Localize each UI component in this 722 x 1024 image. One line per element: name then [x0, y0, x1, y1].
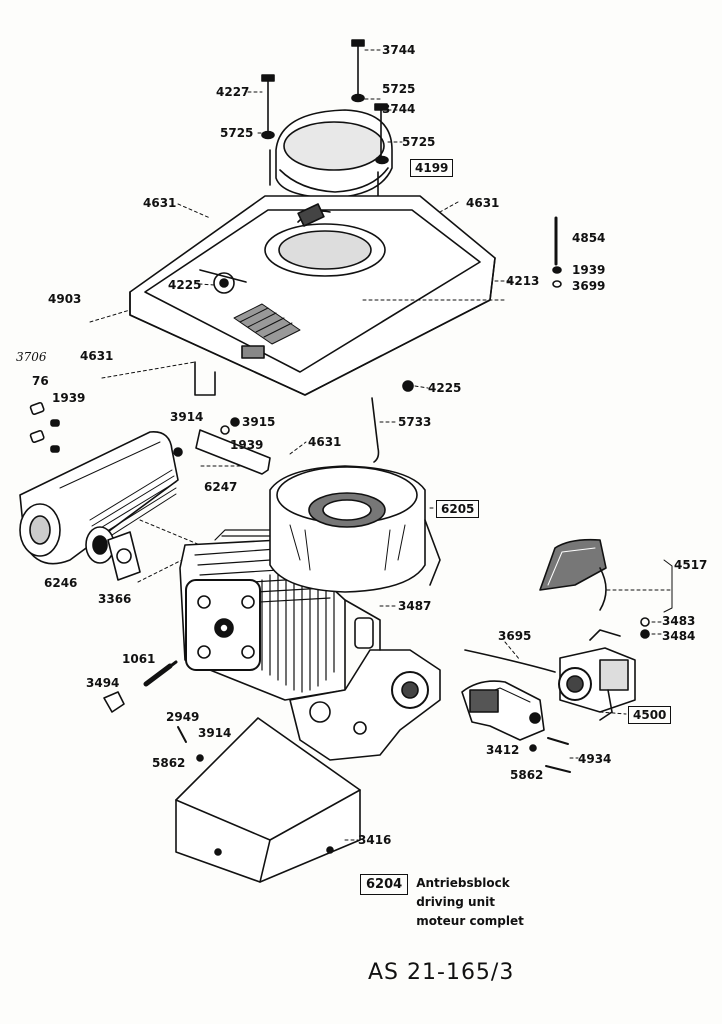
callout-6247: 6247	[204, 480, 238, 494]
callout-3914: 3914	[170, 410, 204, 424]
description-german: Antriebsblock	[416, 876, 510, 890]
handwritten-note-3706: 3706	[16, 350, 47, 364]
callout-4225: 4225	[428, 381, 462, 395]
callout-76: 76	[32, 374, 49, 388]
description-english: driving unit	[416, 895, 495, 909]
intake-pipe	[461, 680, 545, 741]
callout-4631: 4631	[308, 435, 342, 449]
callout-5733: 5733	[398, 415, 432, 429]
callout-3487: 3487	[398, 599, 432, 613]
callout-1939: 1939	[52, 391, 86, 405]
bracket-6247	[173, 417, 271, 475]
callout-3416: 3416	[358, 833, 392, 847]
bracket-4517	[663, 559, 673, 613]
callout-1939: 1939	[572, 263, 606, 277]
callout-5725: 5725	[220, 126, 254, 140]
air-guide-4517	[539, 538, 607, 611]
callout-5725: 5725	[382, 82, 416, 96]
callout-6246: 6246	[44, 576, 78, 590]
assembly-description: Antriebsblock driving unit moteur comple…	[416, 874, 524, 931]
callout-1939: 1939	[230, 438, 264, 452]
callout-4934: 4934	[578, 752, 612, 766]
callout-5862: 5862	[510, 768, 544, 782]
callout-3494: 3494	[86, 676, 120, 690]
callout-1061: 1061	[122, 652, 156, 666]
callout-3483: 3483	[662, 614, 696, 628]
leader-lines	[89, 49, 671, 841]
left-small-parts	[29, 401, 60, 453]
callout-2949: 2949	[166, 710, 200, 724]
callout-4227: 4227	[216, 85, 250, 99]
long-screw-4854	[552, 216, 562, 288]
callout-4225: 4225	[168, 278, 202, 292]
callout-3744: 3744	[382, 43, 416, 57]
governor-rod	[371, 397, 380, 463]
description-french: moteur complet	[416, 914, 524, 928]
callout-5725: 5725	[402, 135, 436, 149]
callout-5862: 5862	[152, 756, 186, 770]
bottom-bolts	[177, 617, 650, 773]
callout-6205: 6205	[436, 500, 480, 518]
assembly-legend: 6204 Antriebsblock driving unit moteur c…	[360, 874, 524, 931]
callout-3695: 3695	[498, 629, 532, 643]
exhaust-gaskets	[107, 531, 141, 581]
callout-4903: 4903	[48, 292, 82, 306]
blower-housing	[129, 195, 496, 396]
sheet-identifier: AS 21-165/3	[368, 960, 515, 985]
callout-4213: 4213	[506, 274, 540, 288]
callout-4854: 4854	[572, 231, 606, 245]
callout-3744: 3744	[382, 102, 416, 116]
callout-3484: 3484	[662, 629, 696, 643]
callout-4631: 4631	[143, 196, 177, 210]
top-screws	[261, 39, 389, 213]
callout-3915: 3915	[242, 415, 276, 429]
crankcase	[289, 599, 441, 761]
spark-plug	[103, 660, 178, 713]
callout-4500: 4500	[628, 706, 672, 724]
assembly-number: 6204	[360, 874, 409, 895]
nut-4225	[402, 380, 414, 392]
callout-4517: 4517	[674, 558, 708, 572]
sump-guard	[175, 717, 361, 883]
muffler	[19, 431, 179, 565]
air-filter-cover	[275, 109, 393, 199]
fan-housing	[269, 465, 441, 593]
callout-3412: 3412	[486, 743, 520, 757]
callout-4199: 4199	[410, 159, 454, 177]
callout-3914: 3914	[198, 726, 232, 740]
callout-3366: 3366	[98, 592, 132, 606]
callout-4631: 4631	[80, 349, 114, 363]
carburetor	[558, 629, 636, 721]
callout-4631: 4631	[466, 196, 500, 210]
throttle-rod	[464, 649, 556, 673]
callout-3699: 3699	[572, 279, 606, 293]
